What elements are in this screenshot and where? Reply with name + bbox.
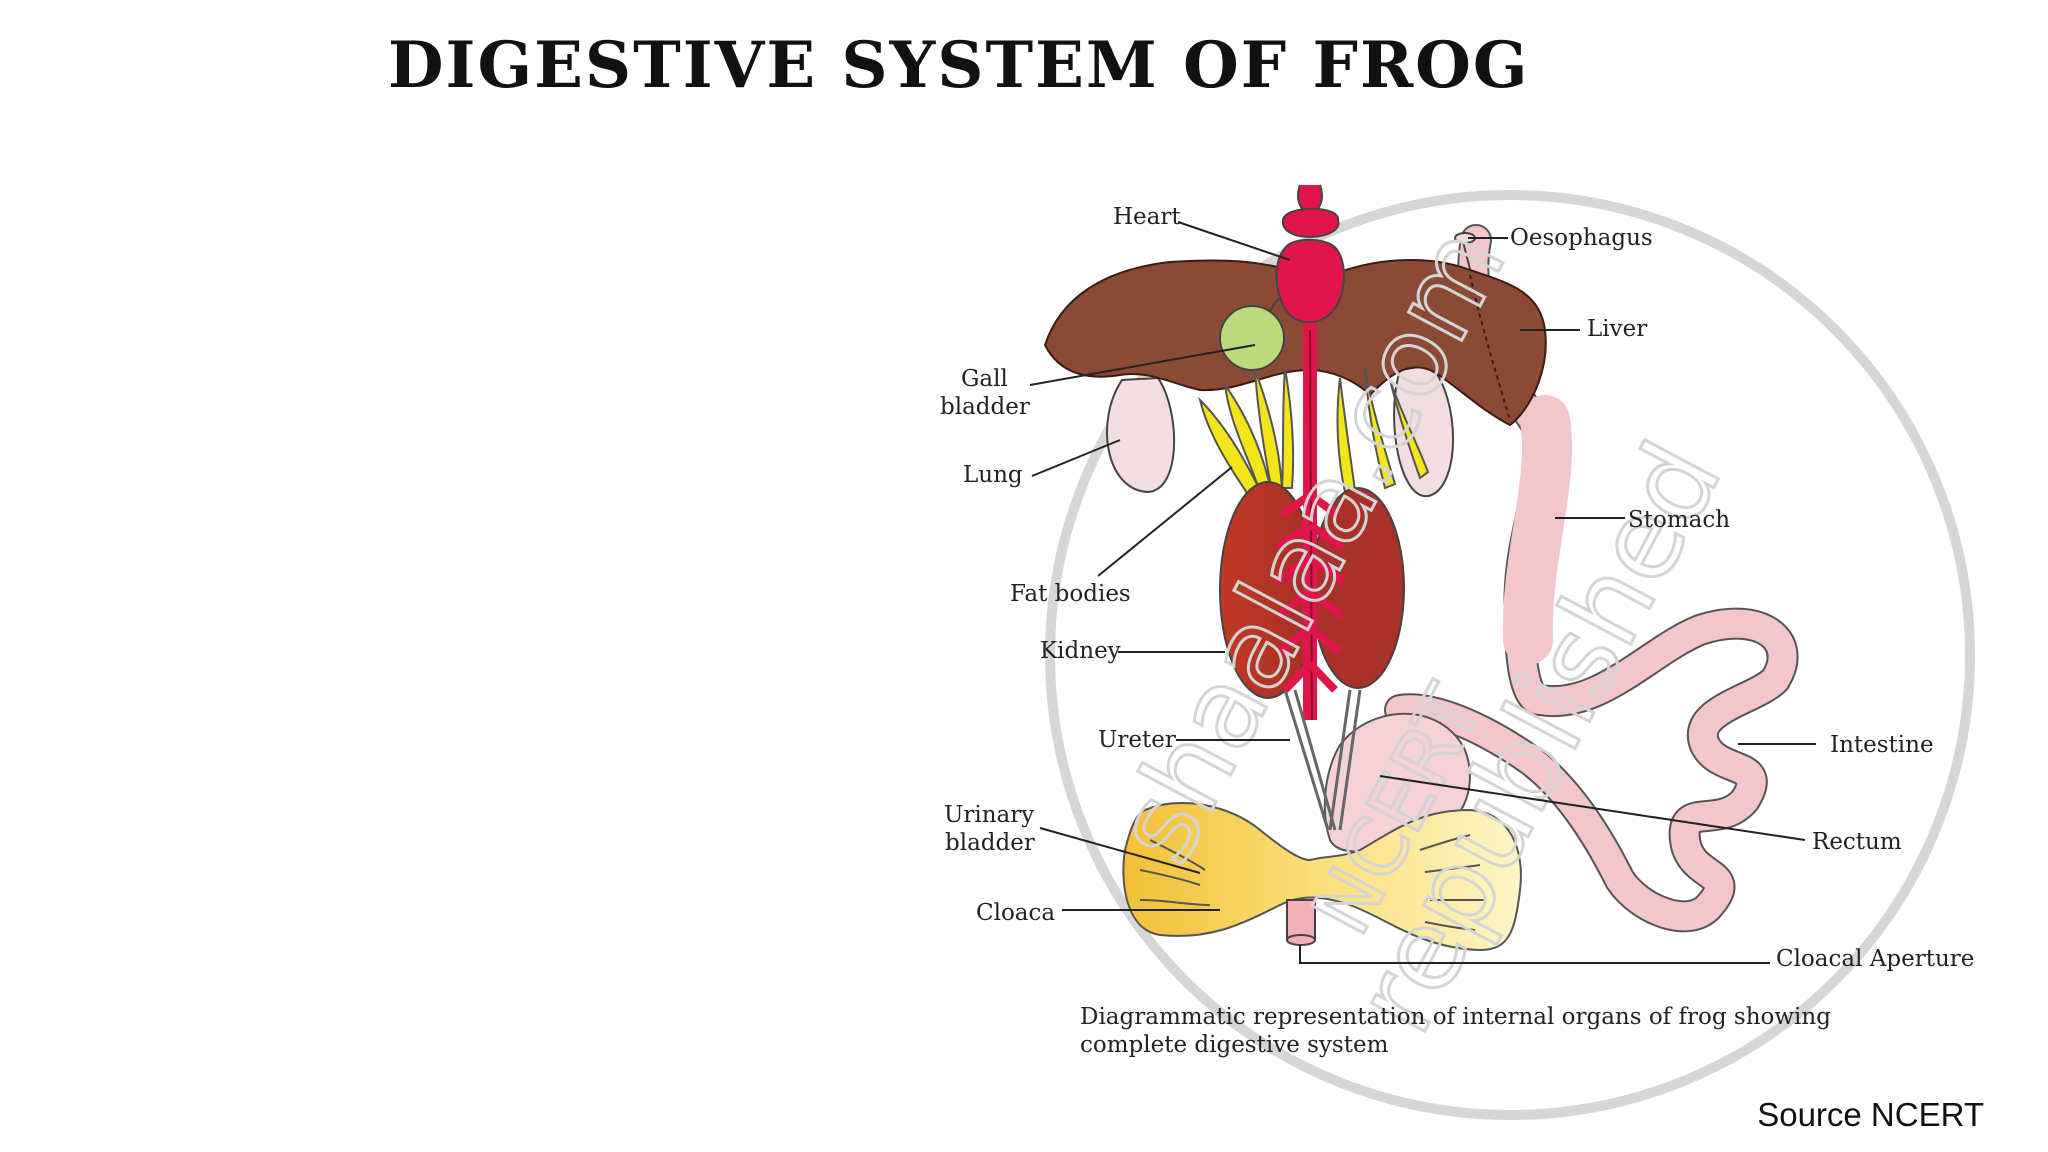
caption-line2: complete digestive system <box>1080 1032 1389 1058</box>
label-heart: Heart <box>1113 204 1181 230</box>
label-liver: Liver <box>1587 316 1647 342</box>
label-cloaca: Cloaca <box>976 900 1055 926</box>
urinary-bladder <box>1122 801 1522 952</box>
left-lung <box>1106 376 1176 494</box>
gall-bladder <box>1219 305 1285 371</box>
ureters <box>1283 689 1362 831</box>
label-gall-bladder-line1: Gall <box>961 366 1008 392</box>
label-intestine: Intestine <box>1830 732 1934 758</box>
watermark-circle <box>1045 190 1975 1120</box>
blood-vessels <box>1273 300 1347 721</box>
label-cloacal-aperture: Cloacal Aperture <box>1776 946 1974 972</box>
label-fat-bodies: Fat bodies <box>1010 581 1131 607</box>
source-credit: Source NCERT <box>1757 1096 1984 1133</box>
heart <box>1275 184 1345 324</box>
gut-tube <box>1384 224 1799 933</box>
label-oesophagus: Oesophagus <box>1510 225 1653 251</box>
page-title: DIGESTIVE SYSTEM OF FROG <box>388 28 1530 103</box>
label-gall-bladder-line2: bladder <box>940 394 1030 420</box>
leader-lines <box>1029 221 1816 964</box>
cloacal-aperture <box>1286 899 1316 941</box>
label-stomach: Stomach <box>1628 507 1730 533</box>
label-ureter: Ureter <box>1098 727 1176 753</box>
right-lung <box>1393 363 1454 498</box>
label-lung: Lung <box>963 462 1023 488</box>
label-urinary-bladder-line2: bladder <box>945 830 1035 856</box>
label-urinary-bladder-line1: Urinary <box>944 802 1034 828</box>
label-kidney: Kidney <box>1040 638 1121 664</box>
label-rectum: Rectum <box>1812 829 1902 855</box>
caption-line1: Diagrammatic representation of internal … <box>1080 1004 1831 1030</box>
liver <box>1043 259 1547 427</box>
